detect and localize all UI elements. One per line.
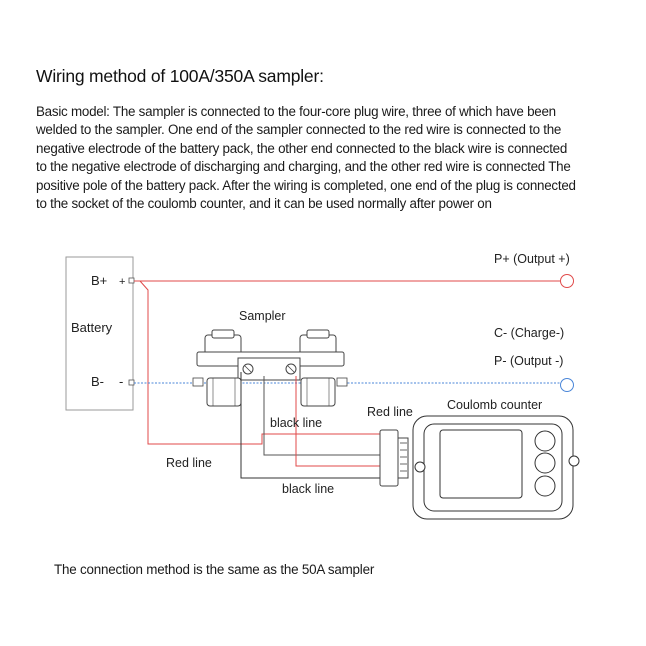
battery-neg-label: B-	[91, 374, 104, 389]
battery-neg-terminal	[128, 379, 135, 386]
black-wire-upper	[263, 376, 380, 456]
description-line: welded to the sampler. One end of the sa…	[36, 122, 562, 138]
red-line-left-label: Red line	[166, 456, 212, 470]
p-plus-label: P+ (Output +)	[494, 252, 570, 266]
footer-note: The connection method is the same as the…	[54, 562, 375, 577]
description-line: to the socket of the coulomb counter, an…	[36, 196, 492, 212]
red-line-right-label: Red line	[367, 405, 413, 419]
coulomb-counter-label: Coulomb counter	[447, 398, 542, 412]
red-wire-sampler	[295, 376, 380, 467]
coulomb-counter	[412, 415, 580, 520]
description-line: positive pole of the battery pack. After…	[36, 177, 576, 193]
p-minus-label: P- (Output -)	[494, 354, 563, 368]
sampler-label: Sampler	[239, 309, 286, 323]
c-minus-label: C- (Charge-)	[494, 326, 564, 340]
page-title: Wiring method of 100A/350A sampler:	[36, 66, 324, 86]
black-line-upper-label: black line	[270, 416, 322, 430]
battery-pos-terminal	[128, 277, 135, 284]
description-line: Basic model: The sampler is connected to…	[36, 104, 556, 119]
description-line: negative electrode of the battery pack, …	[36, 140, 568, 156]
battery-pos-label: B+	[91, 273, 107, 288]
red-wire-to-counter	[139, 280, 380, 445]
battery-label: Battery	[71, 320, 113, 335]
battery-minus-sign: -	[119, 374, 123, 389]
black-wire-lower	[240, 372, 380, 479]
sampler	[192, 329, 348, 407]
black-line-lower-label: black line	[282, 482, 334, 496]
description: Basic model: The sampler is connected to…	[36, 103, 636, 213]
p-minus-terminal	[560, 378, 574, 392]
description-line: to the negative electrode of discharging…	[36, 159, 571, 175]
p-plus-terminal	[560, 274, 574, 288]
battery-box	[65, 256, 134, 411]
plug-connector	[379, 429, 409, 487]
battery-plus-sign: +	[119, 276, 125, 288]
